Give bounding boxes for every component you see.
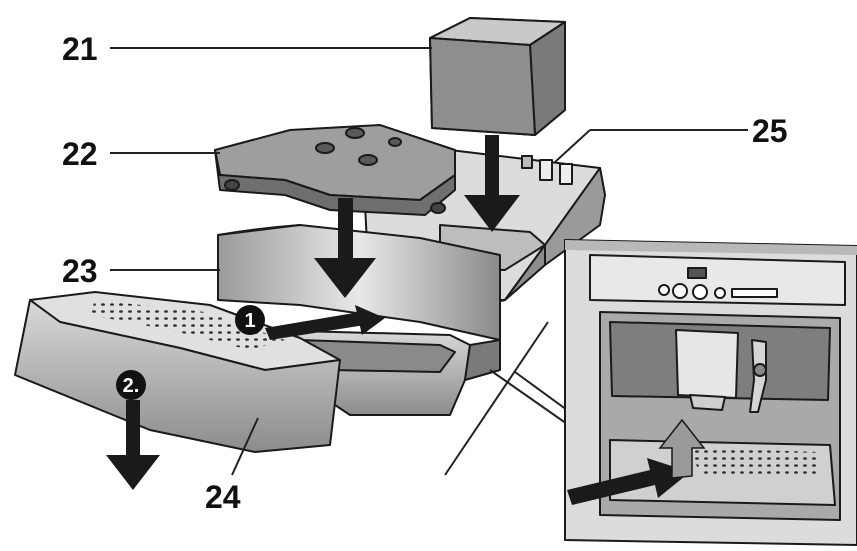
callout-25: 25 — [752, 113, 788, 149]
down-arrow-2 — [106, 400, 160, 490]
insert-arrow-container — [464, 135, 520, 232]
lid-22 — [214, 124, 456, 216]
step-marker-1: 1 — [235, 305, 265, 335]
step-marker-2: 2. — [116, 370, 146, 400]
callout-21: 21 — [62, 31, 98, 67]
inset-machine-front — [564, 239, 857, 546]
step-2-label: 2. — [123, 375, 140, 397]
leader-24 — [231, 417, 259, 476]
drip-tray-cover-24 — [14, 291, 341, 453]
callout-22: 22 — [62, 136, 98, 172]
leader-25 — [554, 129, 591, 163]
container-21 — [429, 17, 566, 136]
insert-arrow-lid — [314, 198, 376, 298]
pull-out-arrow-1 — [265, 305, 385, 340]
step-1-label: 1 — [244, 310, 255, 332]
callout-24: 24 — [205, 479, 241, 515]
callout-23: 23 — [62, 253, 98, 289]
